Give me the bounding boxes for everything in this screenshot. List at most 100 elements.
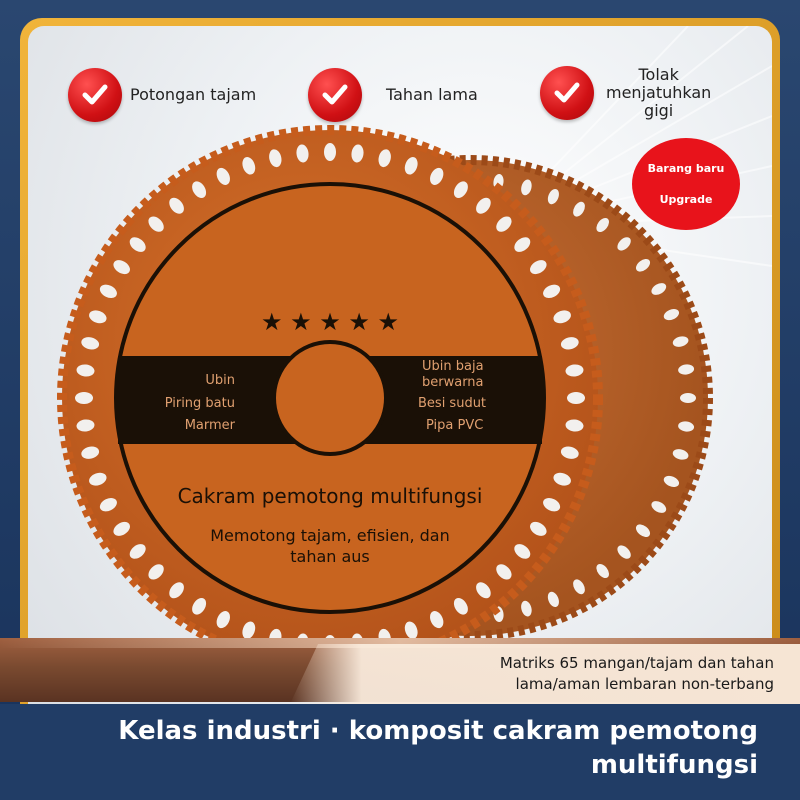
rim-hole (76, 419, 95, 432)
rim-hole (617, 545, 631, 559)
rim-hole (547, 188, 559, 205)
rim-hole (543, 284, 561, 298)
rim-hole (530, 521, 547, 536)
rim-hole (521, 179, 532, 196)
rim-hole (560, 446, 579, 459)
rim-hole (530, 260, 547, 275)
shelf-highlight (0, 638, 800, 648)
blade-title: Cakram pemotong multifungsi (178, 484, 483, 508)
rim-hole (242, 157, 256, 175)
front-blade (57, 125, 603, 671)
rim-hole (148, 564, 164, 580)
info-strip (290, 644, 800, 704)
rim-hole (216, 167, 230, 185)
rim-hole (113, 521, 130, 536)
rim-hole (148, 216, 164, 232)
rim-hole (514, 544, 531, 559)
use-pipa-pvc: Pipa PVC (426, 418, 483, 433)
rim-hole (680, 393, 696, 403)
rim-hole (129, 237, 146, 252)
rim-hole (296, 144, 309, 163)
feature-label-line: Tolak (638, 65, 679, 84)
material-info-line: lama/aman lembaran non-terbang (515, 675, 774, 693)
rim-hole (476, 582, 491, 599)
rim-hole (553, 310, 571, 324)
rim-hole (567, 392, 585, 404)
headline-line: multifungsi (590, 750, 758, 780)
material-info: Matriks 65 mangan/tajam dan tahan lama/a… (500, 653, 774, 695)
rim-hole (129, 544, 146, 559)
feature-label: Tolak menjatuhkan gigi (606, 66, 711, 120)
feature-label: Potongan tajam (130, 85, 257, 104)
rim-hole (672, 336, 689, 347)
rim-hole (430, 167, 444, 185)
rim-hole (672, 449, 689, 460)
bottom-band (0, 704, 800, 800)
rim-hole (192, 181, 207, 198)
rim-hole (99, 284, 117, 298)
rim-hole (430, 611, 444, 629)
rim-hole (521, 600, 532, 617)
use-ubin-baja: Ubin baja (422, 359, 484, 374)
rim-hole (663, 475, 680, 487)
rim-hole (404, 157, 418, 175)
rim-hole (496, 216, 512, 232)
use-marmer: Marmer (185, 418, 236, 433)
rim-hole (678, 364, 695, 375)
rim-hole (453, 181, 468, 198)
rim-hole (547, 591, 559, 608)
headline: Kelas industri · komposit cakram pemoton… (118, 714, 758, 782)
rim-hole (81, 337, 100, 350)
feature-no-tooth-drop: Tolak menjatuhkan gigi (540, 66, 711, 120)
rim-hole (651, 501, 667, 513)
rim-hole (404, 621, 418, 639)
rim-hole (192, 598, 207, 615)
rim-hole (565, 364, 584, 377)
blade-subtitle-2: tahan aus (290, 547, 370, 566)
feature-label: Tahan lama (386, 85, 478, 104)
rim-hole (242, 621, 256, 639)
use-ubin: Ubin (205, 373, 235, 388)
use-berwarna: berwarna (422, 375, 484, 390)
rim-hole (565, 419, 584, 432)
rim-hole (596, 563, 609, 579)
rim-hole (351, 144, 364, 163)
rim-hole (99, 498, 117, 512)
rim-hole (543, 498, 561, 512)
rim-hole (169, 582, 184, 599)
feature-label-line: menjatuhkan (606, 83, 712, 102)
headline-line: Kelas industri · komposit cakram pemoton… (118, 716, 758, 746)
use-piring-batu: Piring batu (165, 396, 235, 411)
rim-hole (678, 421, 695, 432)
rim-hole (560, 337, 579, 350)
rim-hole (75, 392, 93, 404)
rim-hole (89, 472, 107, 486)
rim-hole (169, 197, 184, 214)
badge-line-new: Barang baru (647, 162, 725, 175)
rim-hole (324, 143, 336, 161)
blade-subtitle-1: Memotong tajam, efisien, dan (210, 526, 450, 545)
rim-hole (596, 217, 609, 233)
rim-hole (113, 260, 130, 275)
rim-hole (216, 611, 230, 629)
feature-label-line: gigi (644, 101, 674, 120)
rim-hole (496, 564, 512, 580)
rim-hole (514, 237, 531, 252)
rim-hole (81, 446, 100, 459)
rim-hole (553, 472, 571, 486)
rim-hole (89, 310, 107, 324)
rim-hole (663, 309, 680, 321)
use-besi-sudut: Besi sudut (418, 396, 486, 411)
rim-hole (476, 197, 491, 214)
material-info-line: Matriks 65 mangan/tajam dan tahan (499, 654, 774, 672)
badge-line-upgrade: Upgrade (659, 193, 713, 206)
rim-hole (573, 579, 585, 595)
new-upgrade-badge: Barang baru Upgrade (632, 138, 740, 230)
rim-hole (269, 149, 282, 168)
rim-hole (635, 259, 651, 272)
rim-hole (573, 201, 585, 217)
rim-hole (617, 237, 631, 251)
checkmark-icon (68, 68, 122, 122)
